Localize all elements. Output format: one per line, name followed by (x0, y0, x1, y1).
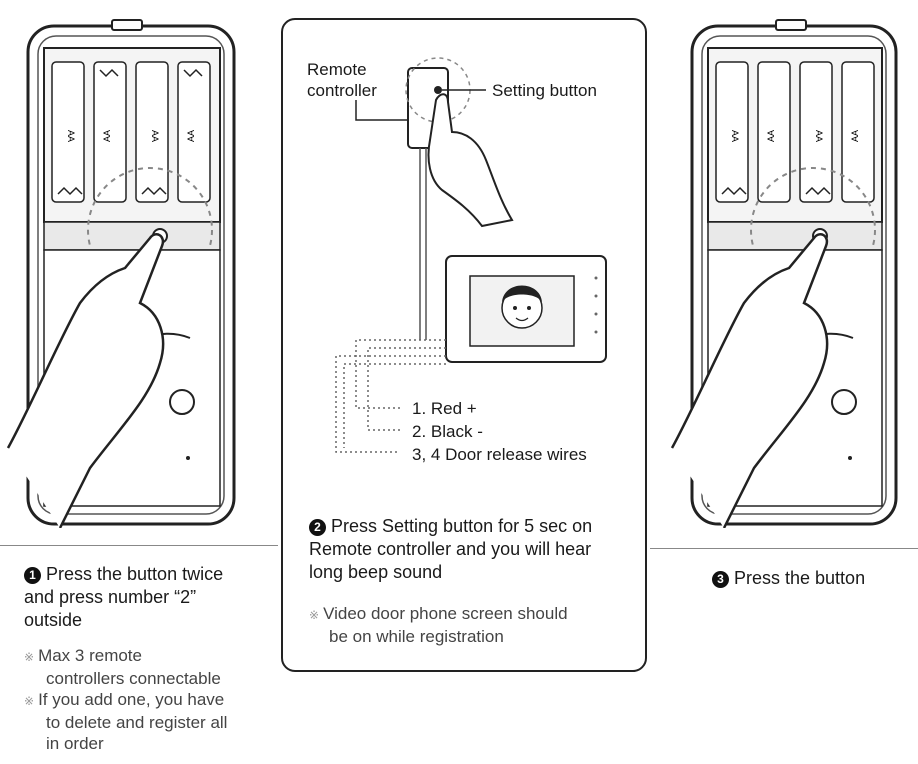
wire-label-red: 1. Red + (412, 399, 477, 418)
battery-label: AA (814, 130, 824, 142)
step2-note: ※Video door phone screen should be on wh… (309, 604, 568, 646)
wire-label-door-release: 3, 4 Door release wires (412, 445, 587, 464)
note-mark-icon: ※ (24, 650, 35, 664)
divider-right (650, 548, 918, 549)
hand-pointer-icon (427, 93, 514, 228)
hand-pointer-icon (670, 233, 829, 528)
door-station-illustration-left: AA AA AA AA (6, 19, 236, 528)
battery-label: AA (730, 130, 740, 142)
note-mark-icon: ※ (24, 694, 35, 708)
remote-controller-label: Remote controller (307, 60, 377, 100)
wire-label-black: 2. Black - (412, 422, 483, 441)
battery-label: AA (186, 130, 196, 142)
step1-notes: ※Max 3 remote controllers connectable ※I… (24, 645, 274, 754)
hand-pointer-icon (6, 233, 165, 528)
battery-label: AA (766, 130, 776, 142)
note-item: ※If you add one, you have to delete and … (24, 690, 228, 753)
step-number-badge: 2 (309, 519, 326, 536)
step-number-badge: 3 (712, 571, 729, 588)
battery-group-left: AA AA AA AA (51, 61, 211, 203)
note-item: ※Max 3 remote controllers connectable (24, 646, 221, 688)
battery-label: AA (150, 130, 160, 142)
door-station-illustration-right: AA AA AA AA (670, 19, 898, 528)
battery-label: AA (850, 130, 860, 142)
divider-left (0, 545, 278, 546)
note-mark-icon: ※ (309, 608, 320, 622)
setting-button-label: Setting button (492, 81, 597, 100)
battery-group-right: AA AA AA AA (715, 61, 875, 203)
remote-controller-diagram (335, 57, 607, 453)
battery-label: AA (102, 130, 112, 142)
step-number-badge: 1 (24, 567, 41, 584)
battery-label: AA (66, 130, 76, 142)
